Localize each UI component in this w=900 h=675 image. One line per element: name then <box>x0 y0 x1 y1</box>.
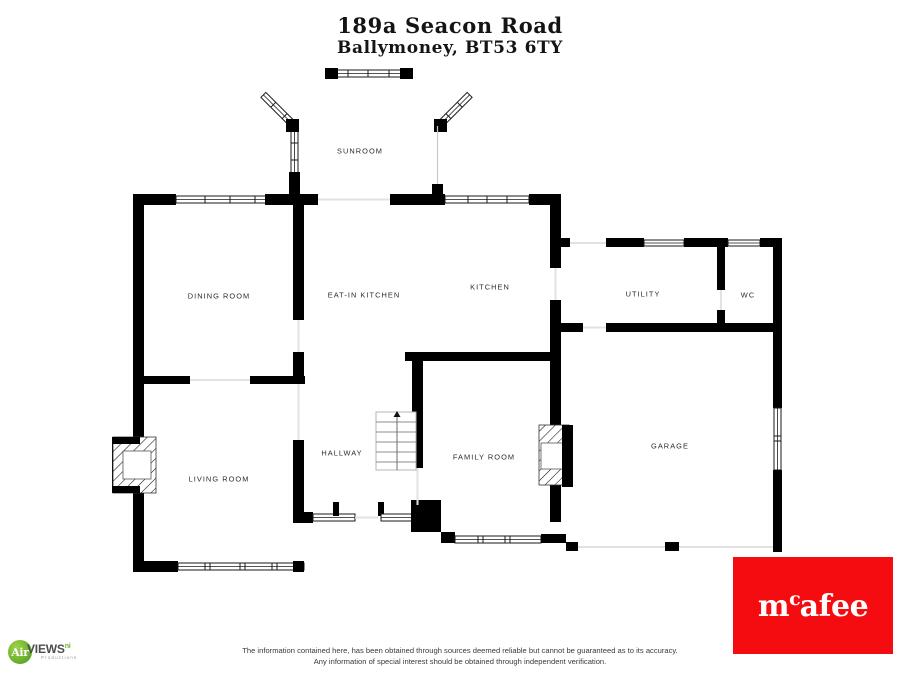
producer-logo[interactable]: Air VIEWSni Productions <box>8 639 77 665</box>
staircase <box>375 411 417 471</box>
producer-wordmark: VIEWSni Productions <box>27 643 77 661</box>
plan-title-block: 189a Seacon Road Ballymoney, BT53 6TY <box>0 14 900 59</box>
room-label-sunroom: SUNROOM <box>337 146 383 156</box>
producer-badge-text: Air <box>11 645 29 659</box>
living-room-fireplace <box>112 436 157 494</box>
disclaimer: The information contained here, has been… <box>120 645 800 667</box>
stair-up-arrow-icon <box>393 411 401 417</box>
walls-layer <box>112 68 782 572</box>
disclaimer-line-1: The information contained here, has been… <box>242 646 678 655</box>
disclaimer-line-2: Any information of special interest shou… <box>313 657 607 666</box>
room-label-family-room: FAMILY ROOM <box>452 452 516 462</box>
room-label-living-room: LIVING ROOM <box>188 474 250 484</box>
producer-badge-icon: Air <box>8 640 32 664</box>
agent-logo-rest: afee <box>799 588 869 624</box>
room-shell-sunroom <box>260 68 473 196</box>
property-address-line: 189a Seacon Road <box>337 13 563 38</box>
agent-logo[interactable]: mcafee <box>733 557 893 654</box>
producer-views-text: VIEWS <box>27 642 65 657</box>
agent-logo-text: mcafee <box>757 587 869 624</box>
room-label-utility: UTILITY <box>625 289 661 299</box>
room-label-kitchen: KITCHEN <box>470 282 510 292</box>
room-label-dining-room: DINING ROOM <box>187 291 251 301</box>
property-locality-line: Ballymoney, BT53 6TY <box>337 38 563 58</box>
agent-logo-c: c <box>789 587 801 610</box>
agent-logo-m: m <box>757 588 790 624</box>
family-room-fireplace <box>538 424 573 487</box>
producer-ni-text: ni <box>64 643 71 651</box>
room-label-eat-in-kitchen: EAT-IN KITCHEN <box>327 290 401 300</box>
producer-productions-text: Productions <box>41 655 78 661</box>
room-label-hallway: HALLWAY <box>321 448 363 458</box>
producer-wordmark-main: VIEWSni <box>27 643 77 655</box>
room-label-garage: GARAGE <box>651 441 689 451</box>
room-label-wc: WC <box>740 290 756 300</box>
